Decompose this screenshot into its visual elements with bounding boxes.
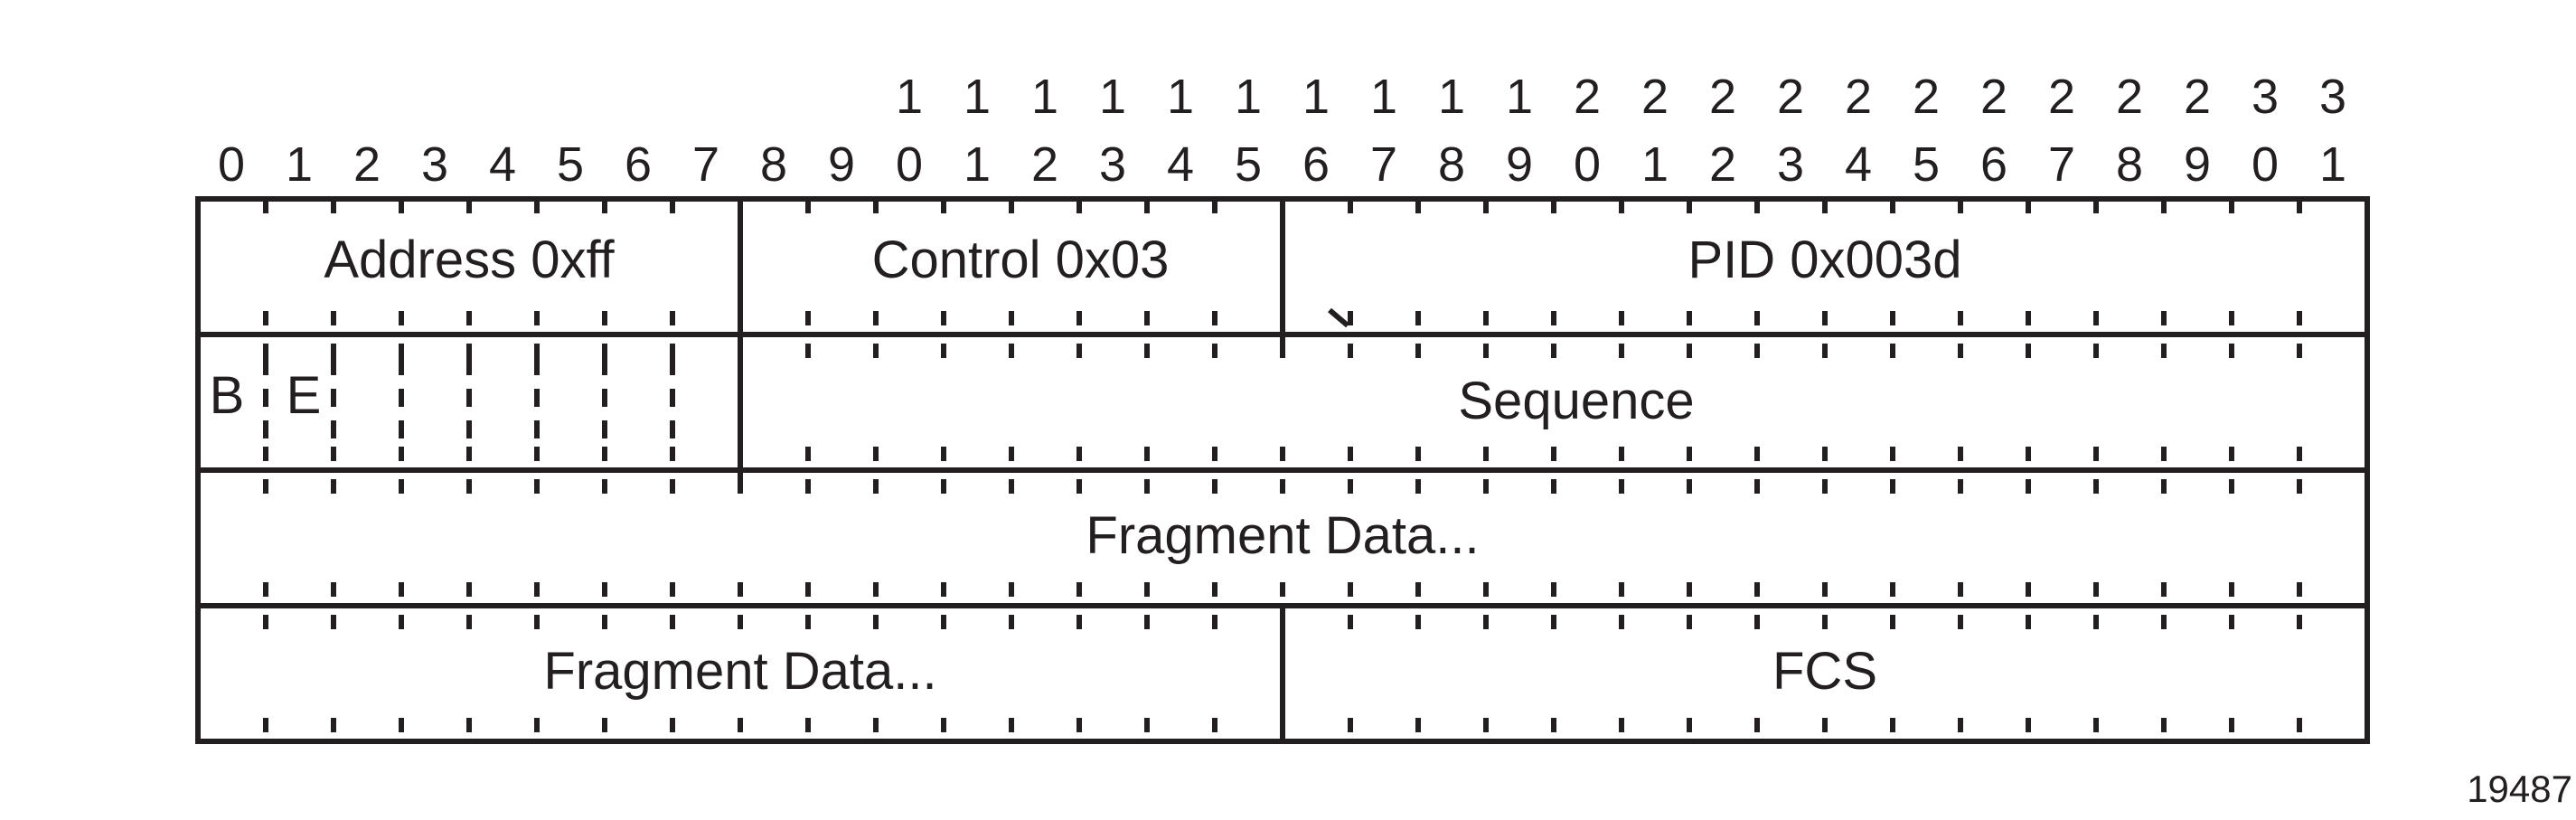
bit-number-ones-digit: 0 xyxy=(218,137,245,192)
bit-number-ones-digit: 2 xyxy=(353,137,381,192)
bit-number-ones-digit: 2 xyxy=(1031,137,1058,192)
bit-number-ones-digit: 1 xyxy=(286,137,313,192)
bit-number-tens-digit: 2 xyxy=(2048,70,2075,124)
bit-number-ones-digit: 0 xyxy=(1574,137,1601,192)
bit-number-ones-digit: 9 xyxy=(2184,137,2211,192)
bit-number-ones-digit: 3 xyxy=(421,137,448,192)
bit-number-tens-digit: 1 xyxy=(964,70,991,124)
bit-number-ones-digit: 7 xyxy=(2048,137,2075,192)
bit-number-ones-digit: 6 xyxy=(625,137,652,192)
field-label-end-flag: E xyxy=(287,366,322,425)
field-label-sequence: Sequence xyxy=(1458,372,1694,430)
field-boundaries xyxy=(195,196,2370,744)
field-label-begin-flag: B xyxy=(210,366,245,425)
bit-number-tens-digit: 2 xyxy=(1913,70,1940,124)
bit-number-tens-digit: 2 xyxy=(2184,70,2211,124)
bit-number-tens-digit: 1 xyxy=(1370,70,1397,124)
field-label-fragment-data-1: Fragment Data... xyxy=(1086,506,1479,565)
bit-number-tens-digit: 1 xyxy=(1167,70,1194,124)
bit-number-tens-digit: 1 xyxy=(1031,70,1058,124)
bit-number-ones-digit: 4 xyxy=(1167,137,1194,192)
bit-number-ones-digit: 6 xyxy=(1302,137,1330,192)
bit-number-ones-digit: 1 xyxy=(1641,137,1669,192)
bit-number-ones-digit: 7 xyxy=(692,137,719,192)
bit-number-tens-digit: 2 xyxy=(1641,70,1669,124)
bit-number-ones-digit: 1 xyxy=(964,137,991,192)
bit-number-ones-digit: 9 xyxy=(1506,137,1533,192)
bit-number-ones-digit: 9 xyxy=(828,137,855,192)
bit-number-ones-digit: 7 xyxy=(1370,137,1397,192)
field-label-control: Control 0x03 xyxy=(872,231,1170,289)
bit-number-ones-digit: 5 xyxy=(557,137,584,192)
stray-mark xyxy=(1328,307,1349,328)
bit-number-ones-digit: 1 xyxy=(2319,137,2346,192)
bit-number-ones-digit: 4 xyxy=(1845,137,1872,192)
field-label-fragment-data-2: Fragment Data... xyxy=(543,642,936,701)
figure-id: 19487 xyxy=(2467,768,2572,810)
bit-number-ones-digit: 2 xyxy=(1709,137,1736,192)
bit-number-tens-digit: 1 xyxy=(896,70,923,124)
bit-number-ones-digit: 4 xyxy=(489,137,516,192)
bit-number-tens-digit: 2 xyxy=(2116,70,2143,124)
bit-number-ones-digit: 5 xyxy=(1913,137,1940,192)
field-label-address: Address 0xff xyxy=(324,231,615,289)
bit-number-ones-digit: 3 xyxy=(1099,137,1126,192)
bit-number-ones-digit: 8 xyxy=(760,137,787,192)
bit-number-tens-digit: 2 xyxy=(1709,70,1736,124)
bit-number-tens-digit: 2 xyxy=(1574,70,1601,124)
bit-number-ones-digit: 0 xyxy=(896,137,923,192)
bit-number-ones-digit: 6 xyxy=(1980,137,2007,192)
bit-number-ones-digit: 8 xyxy=(2116,137,2143,192)
bit-number-tens-digit: 1 xyxy=(1302,70,1330,124)
field-labels: Address 0xff Control 0x03 PID 0x003d B E… xyxy=(210,231,1962,701)
bit-number-tens-digit: 1 xyxy=(1235,70,1262,124)
bit-number-ones-digit: 0 xyxy=(2252,137,2279,192)
field-label-pid: PID 0x003d xyxy=(1688,231,1961,289)
bit-number-ones-digit: 5 xyxy=(1235,137,1262,192)
bit-number-tens-digit: 1 xyxy=(1438,70,1465,124)
field-label-fcs: FCS xyxy=(1772,642,1877,701)
bit-number-tens-digit: 2 xyxy=(1845,70,1872,124)
bit-number-tens-digit: 1 xyxy=(1506,70,1533,124)
bit-number-ones-digit: 8 xyxy=(1438,137,1465,192)
bit-number-tens-digit: 2 xyxy=(1777,70,1804,124)
bit-number-ones-digit: 3 xyxy=(1777,137,1804,192)
bit-tick-marks xyxy=(263,199,2302,732)
bit-number-tens-digit: 3 xyxy=(2319,70,2346,124)
bit-number-tens-digit: 2 xyxy=(1980,70,2007,124)
bit-number-tens-digit: 1 xyxy=(1099,70,1126,124)
bit-number-tens-digit: 3 xyxy=(2252,70,2279,124)
